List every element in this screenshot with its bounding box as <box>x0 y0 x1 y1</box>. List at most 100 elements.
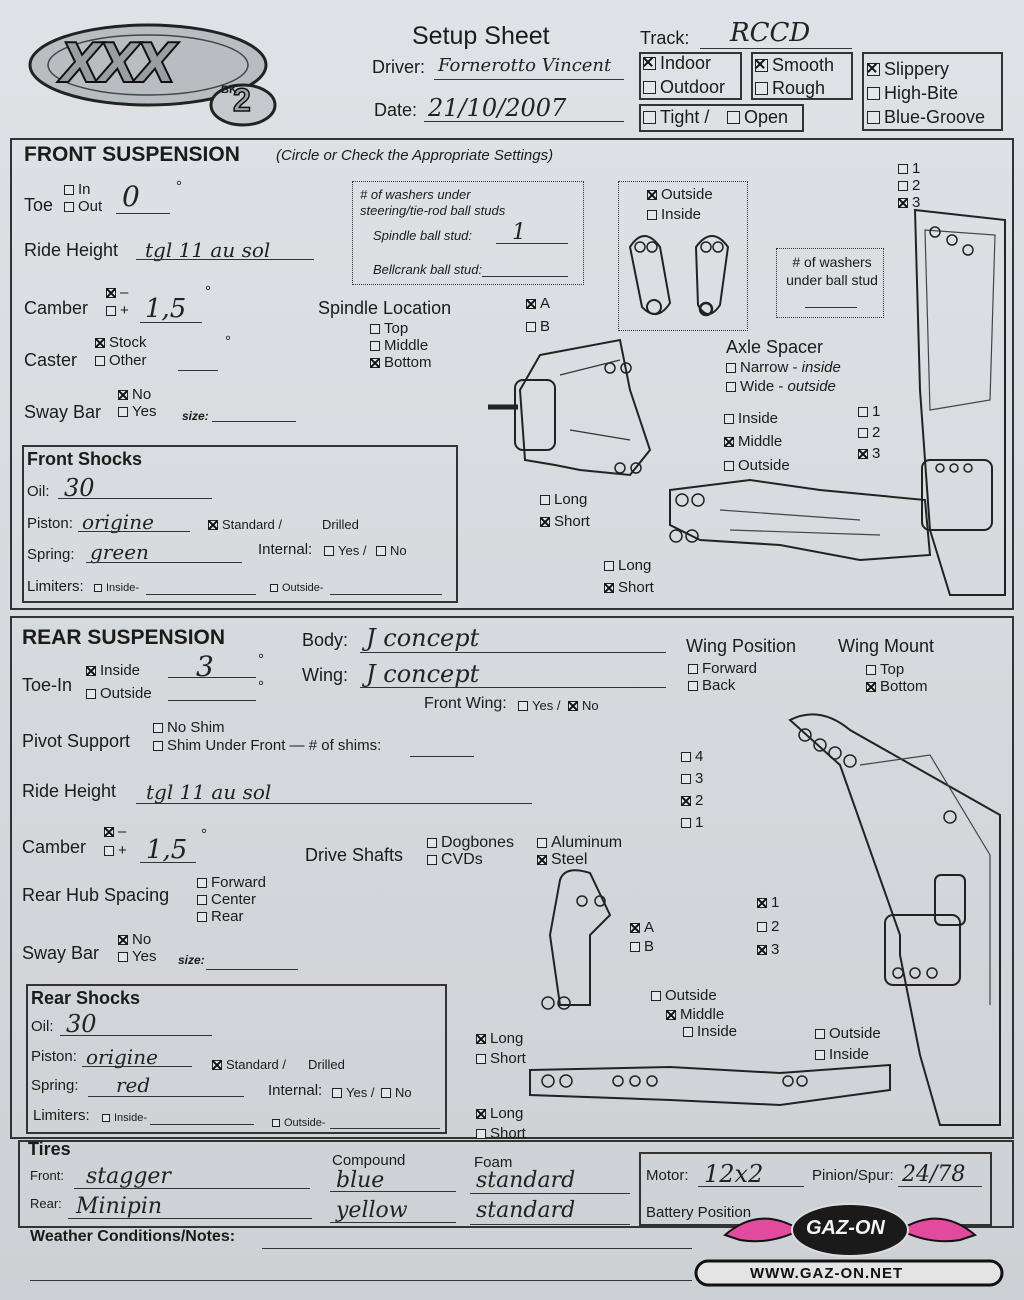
front-arm-outside[interactable]: Outside <box>724 457 790 474</box>
rear-lower-3[interactable]: 3 <box>757 941 779 958</box>
drive-dogbones[interactable]: Dogbones <box>427 834 514 852</box>
rear-hub-a[interactable]: A <box>630 919 654 936</box>
hub-rear[interactable]: Rear <box>197 908 244 925</box>
front-sway-yes[interactable]: Yes <box>118 403 156 420</box>
rear-piston-drilled[interactable]: Drilled <box>308 1057 345 1072</box>
spindle-stud-value[interactable]: 1 <box>512 220 526 245</box>
rear-camber-minus[interactable]: – <box>104 823 126 840</box>
front-lower-2[interactable]: 2 <box>858 424 880 441</box>
rear-arm-middle[interactable]: Middle <box>666 1006 724 1023</box>
slippery-option[interactable]: Slippery <box>867 59 949 80</box>
rear-toe-inside[interactable]: Inside <box>86 662 140 679</box>
motor-value[interactable]: 12x2 <box>704 1160 764 1188</box>
front-caster-stock[interactable]: Stock <box>95 334 147 351</box>
rear-tire-value[interactable]: Minipin <box>76 1194 163 1219</box>
front-tower-1[interactable]: 1 <box>898 160 920 177</box>
bellcrank-inside[interactable]: Inside <box>647 206 701 223</box>
rear-tower-2[interactable]: 2 <box>681 792 703 809</box>
bellcrank-outside[interactable]: Outside <box>647 186 713 203</box>
front-shock-short[interactable]: Short <box>540 513 590 530</box>
wing-pos-forward[interactable]: Forward <box>688 660 757 677</box>
rear-hub-b[interactable]: B <box>630 938 654 955</box>
rear-arm-long[interactable]: Long <box>476 1105 523 1122</box>
front-compound-value[interactable]: blue <box>336 1168 385 1193</box>
rear-tower-1[interactable]: 1 <box>681 814 703 831</box>
track-value[interactable]: RCCD <box>730 18 811 48</box>
front-piston-value[interactable]: origine <box>82 510 154 534</box>
blue-groove-option[interactable]: Blue-Groove <box>867 107 985 128</box>
rear-limiter-inside[interactable]: Inside- <box>102 1112 147 1124</box>
front-limiter-inside[interactable]: Inside- <box>94 582 139 594</box>
rear-internal-yes[interactable]: Yes / <box>332 1085 374 1100</box>
rear-limiter-outside[interactable]: Outside- <box>272 1117 326 1129</box>
rear-toe-value[interactable]: 3 <box>196 650 214 683</box>
hub-forward[interactable]: Forward <box>197 874 266 891</box>
front-arm-middle[interactable]: Middle <box>724 433 782 450</box>
outdoor-option[interactable]: Outdoor <box>643 77 725 98</box>
rear-ride-value[interactable]: tgl 11 au sol <box>146 780 272 804</box>
rear-tower-3[interactable]: 3 <box>681 770 703 787</box>
rear-tower-4[interactable]: 4 <box>681 748 703 765</box>
rear-piston-value[interactable]: origine <box>86 1045 158 1069</box>
rear-lower-2[interactable]: 2 <box>757 918 779 935</box>
front-arm-long[interactable]: Long <box>604 557 651 574</box>
front-oil-value[interactable]: 30 <box>64 474 95 502</box>
body-value[interactable]: J concept <box>366 624 480 652</box>
drive-steel[interactable]: Steel <box>537 851 587 869</box>
rear-toe-outside[interactable]: Outside <box>86 685 152 702</box>
smooth-option[interactable]: Smooth <box>755 55 834 76</box>
spindle-bottom[interactable]: Bottom <box>370 354 432 371</box>
rear-shock-outside[interactable]: Outside <box>815 1025 881 1042</box>
front-toe-in[interactable]: In <box>64 181 91 198</box>
front-piston-standard[interactable]: Standard / <box>208 517 282 532</box>
wing-pos-back[interactable]: Back <box>688 677 735 694</box>
date-value[interactable]: 21/10/2007 <box>428 94 567 122</box>
rear-camber-value[interactable]: 1,5 <box>146 835 188 865</box>
rear-foam-value[interactable]: standard <box>476 1198 576 1223</box>
rear-arm-outside[interactable]: Outside <box>651 987 717 1004</box>
front-camber-minus[interactable]: – <box>106 284 128 301</box>
tight-option[interactable]: Tight / <box>643 107 709 128</box>
front-foam-value[interactable]: standard <box>476 1168 576 1193</box>
front-tower-2[interactable]: 2 <box>898 177 920 194</box>
front-lower-3[interactable]: 3 <box>858 445 880 462</box>
front-sway-no[interactable]: No <box>118 386 151 403</box>
front-wing-no[interactable]: No <box>568 698 599 713</box>
rear-hub-short[interactable]: Short <box>476 1050 526 1067</box>
front-ab-a[interactable]: A <box>526 295 550 312</box>
driver-value[interactable]: Fornerotto Vincent <box>438 55 612 76</box>
front-ride-value[interactable]: tgl 11 au sol <box>145 238 271 262</box>
front-internal-no[interactable]: No <box>376 543 407 558</box>
wing-value[interactable]: J concept <box>366 660 480 688</box>
pivot-shim-front[interactable]: Shim Under Front — # of shims: <box>153 737 381 754</box>
front-arm-short[interactable]: Short <box>604 579 654 596</box>
rear-internal-no[interactable]: No <box>381 1085 412 1100</box>
rear-lower-1[interactable]: 1 <box>757 894 779 911</box>
rear-sway-yes[interactable]: Yes <box>118 948 156 965</box>
rear-spring-value[interactable]: red <box>116 1073 151 1097</box>
rear-arm-short[interactable]: Short <box>476 1125 526 1142</box>
front-spring-value[interactable]: green <box>90 540 149 564</box>
rear-hub-long[interactable]: Long <box>476 1030 523 1047</box>
front-camber-plus[interactable]: + <box>106 302 129 319</box>
front-internal-yes[interactable]: Yes / <box>324 543 366 558</box>
hub-center[interactable]: Center <box>197 891 256 908</box>
indoor-option[interactable]: Indoor <box>643 53 711 74</box>
pivot-no-shim[interactable]: No Shim <box>153 719 225 736</box>
axle-spacer-wide[interactable]: Wide - outside <box>726 378 836 395</box>
front-piston-drilled[interactable]: Drilled <box>322 517 359 532</box>
front-tire-value[interactable]: stagger <box>86 1164 171 1189</box>
rear-oil-value[interactable]: 30 <box>66 1010 97 1038</box>
front-limiter-outside[interactable]: Outside- <box>270 582 324 594</box>
front-caster-other[interactable]: Other <box>95 352 147 369</box>
front-camber-value[interactable]: 1,5 <box>145 294 187 324</box>
spindle-top[interactable]: Top <box>370 320 408 337</box>
rear-arm-inside[interactable]: Inside <box>683 1023 737 1040</box>
high-bite-option[interactable]: High-Bite <box>867 83 958 104</box>
rear-sway-no[interactable]: No <box>118 931 151 948</box>
wing-mount-bottom[interactable]: Bottom <box>866 678 928 695</box>
spindle-middle[interactable]: Middle <box>370 337 428 354</box>
rear-compound-value[interactable]: yellow <box>336 1198 408 1223</box>
pinion-value[interactable]: 24/78 <box>902 1162 966 1187</box>
drive-aluminum[interactable]: Aluminum <box>537 834 622 852</box>
